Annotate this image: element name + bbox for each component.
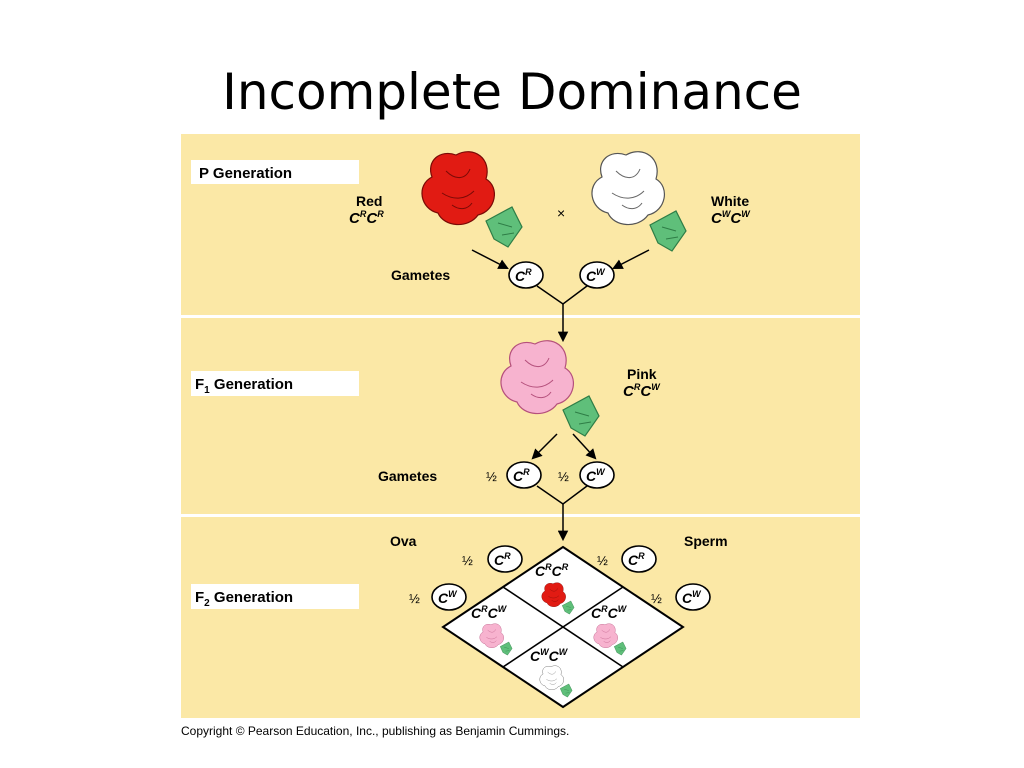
sperm-gamete-w: CW [675, 583, 711, 611]
white-parent-genotype: CWCW [711, 209, 751, 227]
ova-w-fraction: ½ [409, 591, 420, 606]
cross-symbol: × [557, 205, 565, 221]
svg-text:CW: CW [586, 267, 606, 284]
copyright-notice: Copyright © Pearson Education, Inc., pub… [181, 724, 570, 738]
f1-generation-label-box [191, 371, 359, 396]
red-parent-name: Red [356, 193, 382, 209]
svg-text:CW: CW [586, 467, 606, 484]
sperm-w-fraction: ½ [651, 591, 662, 606]
f1-generation-label: F1 Generation [195, 376, 293, 396]
f1-left-arrow [531, 433, 558, 460]
p-generation-label-box [191, 160, 359, 184]
white-parent-name: White [711, 193, 749, 209]
ova-gamete-r: CR [487, 545, 523, 573]
red-to-gamete-arrow [471, 249, 509, 269]
punnett-left-genotype: CRCW [471, 604, 508, 621]
f1-offspring-name: Pink [627, 366, 657, 382]
slide-title: Incomplete Dominance [222, 63, 802, 121]
f1-offspring-genotype: CRCW [623, 382, 661, 400]
punnett-bottom-genotype: CWCW [530, 647, 569, 664]
sperm-label: Sperm [684, 533, 728, 549]
f1-gamete-white-fraction: ½ [558, 469, 569, 484]
white-to-gamete-arrow [612, 249, 650, 269]
p-gametes-label: Gametes [391, 267, 450, 283]
red-parent-genotype: CRCR [349, 209, 384, 227]
svg-text:CW: CW [682, 589, 702, 606]
sperm-gamete-r: CR [621, 545, 657, 573]
svg-text:CR: CR [494, 551, 511, 568]
p-gamete-white: CW [579, 261, 615, 289]
ova-label: Ova [390, 533, 417, 549]
f1-gamete-white: CW [579, 461, 615, 489]
incomplete-dominance-figure: P Generation Red CRCR × White CWCW Gamet… [181, 134, 860, 718]
p-generation-label: P Generation [199, 165, 292, 182]
f2-generation-label-box [191, 584, 359, 609]
punnett-top-genotype: CRCR [535, 562, 569, 579]
punnett-square [441, 545, 685, 709]
punnett-right-genotype: CRCW [591, 604, 628, 621]
svg-text:CR: CR [513, 467, 530, 484]
ova-r-fraction: ½ [462, 553, 473, 568]
p-gamete-red: CR [508, 261, 544, 289]
svg-text:CR: CR [628, 551, 645, 568]
f1-gametes-label: Gametes [378, 468, 437, 484]
svg-text:CW: CW [438, 589, 458, 606]
sperm-r-fraction: ½ [597, 553, 608, 568]
svg-text:CR: CR [515, 267, 532, 284]
ova-gamete-w: CW [431, 583, 467, 611]
f1-right-arrow [572, 433, 597, 460]
f1-gamete-red-fraction: ½ [486, 469, 497, 484]
f2-generation-label: F2 Generation [195, 589, 293, 609]
f1-gamete-red: CR [506, 461, 542, 489]
